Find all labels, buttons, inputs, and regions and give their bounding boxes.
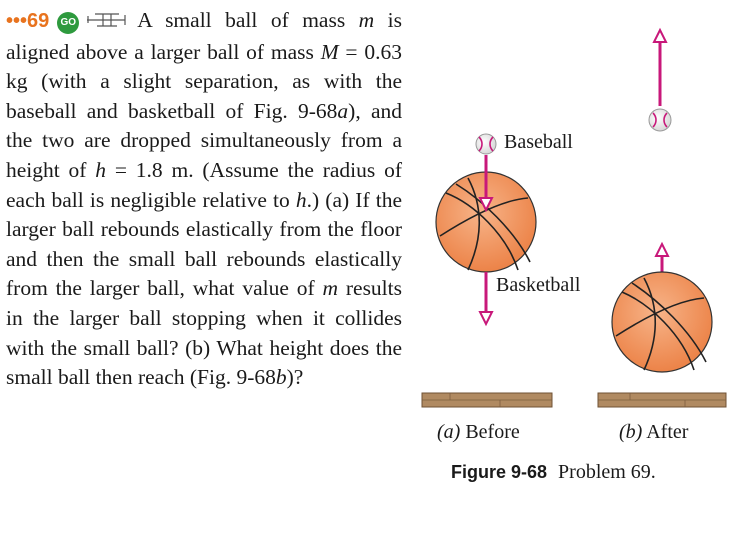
- variable-m-2: m: [322, 276, 339, 301]
- problem-69: •••69 GO A small ball of mass m is aligned…: [6, 6, 402, 393]
- basketball-before: [435, 171, 537, 273]
- problem-text-5: = 1.8 m. (Assume the radius of each ball…: [6, 157, 402, 212]
- variable-m: m: [358, 8, 375, 32]
- problem-text-6: .) (a) If the larger ball rebounds elast…: [6, 187, 403, 301]
- baseball-before: [475, 133, 497, 155]
- caption-after-text: After: [646, 421, 689, 443]
- problem-number: •••69: [6, 10, 50, 32]
- caption-before-letter: (a): [437, 421, 461, 443]
- caption-before-text: Before: [465, 421, 520, 443]
- go-badge-icon: GO: [57, 12, 80, 34]
- variable-h: h: [95, 157, 107, 182]
- label-baseball: Baseball: [504, 131, 573, 153]
- caption-before: (a) Before: [437, 421, 520, 444]
- velocity-arrows-before: [478, 155, 494, 327]
- variable-h-2: h: [295, 187, 307, 212]
- floor-after: [597, 392, 727, 408]
- problem-text-1: A small ball of mass: [137, 8, 359, 32]
- velocity-arrow-after-large: [654, 241, 670, 272]
- problem-text-3: = 0.63 kg (with a slight separation, as …: [6, 39, 402, 123]
- fig-ref-a: a: [337, 98, 349, 123]
- figure-number: Figure 9-68: [451, 462, 548, 482]
- figure-title: Problem 69.: [558, 461, 656, 483]
- floor-before: [421, 392, 553, 408]
- biplane-icon: [85, 8, 129, 38]
- figure-9-68: [421, 27, 727, 408]
- basketball-after: [611, 271, 713, 373]
- caption-after-letter: (b): [619, 421, 643, 443]
- figure-caption: Figure 9-68 Problem 69.: [451, 461, 656, 484]
- problem-text-2: is aligned above a larger ball of mass: [6, 8, 402, 64]
- variable-M: M: [320, 39, 339, 64]
- problem-text-7: results in the larger ball stopping when…: [6, 276, 402, 390]
- label-basketball: Basketball: [496, 274, 581, 296]
- velocity-arrow-after-small: [652, 27, 668, 106]
- caption-after: (b) After: [619, 421, 688, 444]
- problem-text-8: )?: [286, 365, 304, 390]
- problem-text-4: ), and the two are dropped simultaneousl…: [6, 98, 403, 182]
- baseball-after: [648, 108, 672, 132]
- fig-ref-b: b: [275, 365, 287, 390]
